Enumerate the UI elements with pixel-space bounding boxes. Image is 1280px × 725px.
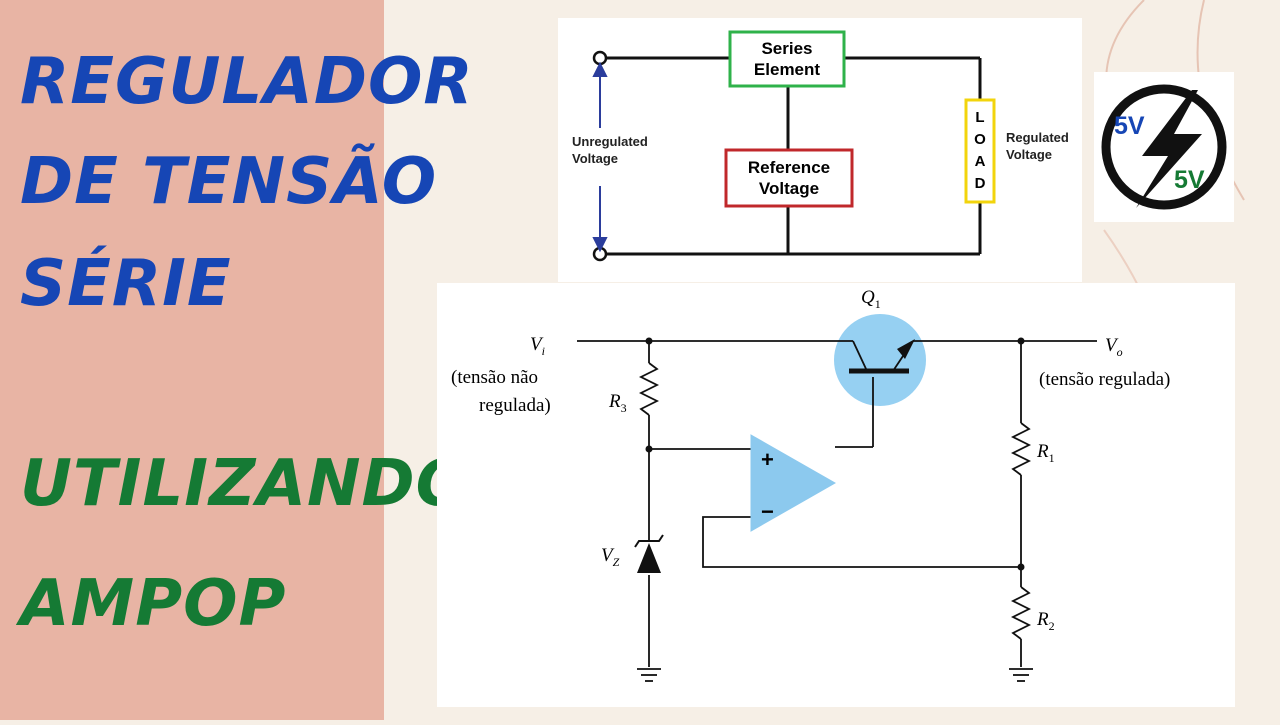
series-element-label-2: Element: [754, 60, 820, 79]
load-letter-l: L: [975, 109, 984, 126]
opamp-triangle: [750, 434, 837, 532]
block-diagram-panel: Series Element Reference Voltage L O A D…: [558, 18, 1082, 282]
transistor-emitter-arrow: [897, 339, 915, 359]
vo-caption: (tensão regulada): [1039, 369, 1170, 390]
circuit-panel: + − Q1 Vi (tensão não regulada) Vo (tens…: [437, 283, 1235, 707]
zener-diode-icon: [637, 543, 661, 573]
title-line-1: REGULADOR: [20, 45, 474, 119]
r3-label: R3: [608, 391, 627, 415]
block-diagram: Series Element Reference Voltage L O A D…: [572, 30, 1069, 262]
reference-voltage-label-1: Reference: [748, 158, 830, 177]
title-line-2: DE TENSÃO: [20, 145, 438, 219]
logo-panel: 5V 5V: [1094, 72, 1234, 222]
load-letter-a: A: [975, 153, 986, 170]
series-element-box: [728, 30, 846, 88]
unregulated-voltage-label-2: Voltage: [572, 151, 618, 166]
vz-label: VZ: [601, 545, 620, 569]
logo-text-top: 5V: [1114, 112, 1145, 140]
title-line-3: SÉRIE: [20, 247, 232, 321]
series-element-label-1: Series: [761, 39, 812, 58]
logo-text-bottom: 5V: [1174, 166, 1205, 194]
transistor-highlight: [834, 314, 926, 406]
title-line-5: AMPOP: [20, 567, 287, 641]
reference-voltage-box: [724, 148, 854, 208]
vi-caption-2: regulada): [479, 395, 551, 416]
reference-voltage-label-2: Voltage: [759, 179, 819, 198]
unregulated-voltage-label-1: Unregulated: [572, 134, 648, 149]
circuit-schematic: + − Q1 Vi (tensão não regulada) Vo (tens…: [451, 287, 1170, 682]
unregulated-arrow: [592, 61, 608, 253]
load-letter-d: D: [975, 175, 986, 192]
title-line-4: UTILIZANDO: [20, 447, 472, 521]
ground-right-icon: [1009, 668, 1033, 682]
opamp-minus-label: −: [761, 499, 774, 524]
ground-left-icon: [637, 668, 661, 682]
regulated-voltage-label-1: Regulated: [1006, 130, 1069, 145]
regulated-voltage-label-2: Voltage: [1006, 147, 1052, 162]
vo-label: Vo: [1105, 335, 1123, 359]
r2-label: R2: [1036, 609, 1055, 633]
load-box: [964, 98, 996, 204]
r1-label: R1: [1036, 441, 1055, 465]
lightning-bolt-icon: [1136, 90, 1202, 208]
logo-ring-icon: [1101, 84, 1227, 210]
left-panel: [0, 0, 384, 720]
q1-label: Q1: [861, 287, 881, 311]
opamp-plus-label: +: [761, 447, 774, 472]
vi-caption-1: (tensão não: [451, 367, 538, 388]
load-letter-o: O: [974, 131, 986, 148]
logo: 5V 5V: [1101, 84, 1227, 210]
vi-label: Vi: [530, 334, 545, 358]
